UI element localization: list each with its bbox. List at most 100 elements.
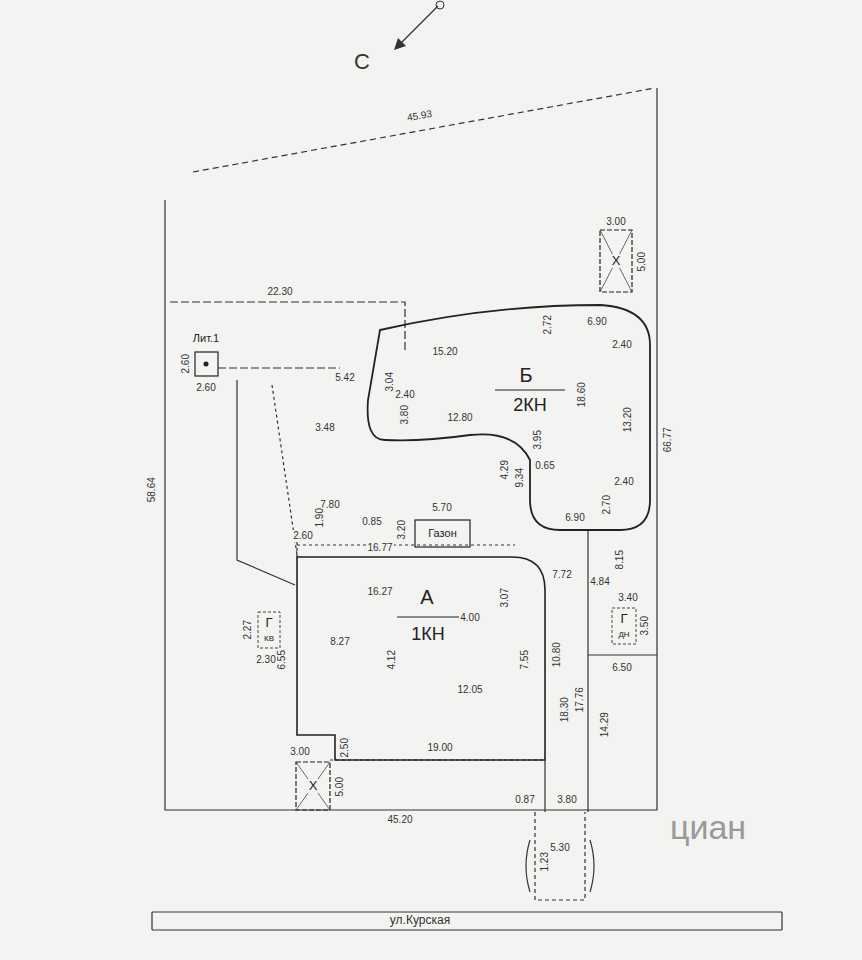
dimension-label: 6.90 [564,512,585,524]
dimension-label: 2.72 [542,314,554,335]
dimension-label: 13.20 [622,406,634,433]
toilet-structure: Х [600,230,632,292]
dimension-label: 1.90 [314,507,326,528]
gate-outline [535,812,585,900]
outbuilding-line [258,612,280,648]
dimension-label: 17.76 [574,686,586,713]
dimension-label: 58.64 [146,476,158,503]
plot-boundary [193,88,655,172]
outbuilding: Г КВ [258,612,280,648]
dimension-label: 3.95 [532,429,544,450]
gate-post [526,840,594,892]
dimension-label: 66.77 [662,426,674,453]
dimension-label: 6.90 [586,316,607,328]
toilet-structure: Х [296,762,330,810]
watermark: циан [669,808,747,847]
dimension-label: 0.87 [514,794,535,806]
node-text: Газон [428,527,456,539]
dimension-label: ул.Курская [389,914,451,928]
dimension-label: 2.27 [242,619,254,640]
dimension-label: 2.40 [394,389,415,401]
dimension-label: 16.77 [366,542,393,554]
driveway-line [545,530,588,812]
dimension-label: 1.23 [539,851,551,872]
node-text: А [420,586,433,608]
dimension-label: 18.60 [576,381,588,408]
node-text: Х [307,779,320,793]
dimension-label: 2.40 [611,339,632,351]
node-text: Лит.1 [193,332,219,344]
dimension-label: 15.20 [431,346,458,358]
plot-boundary [165,88,657,810]
dimension-label: 12.05 [456,684,483,696]
dimension-label: 3.40 [617,592,638,604]
dimension-label: 3.07 [499,587,511,608]
node-text: Г [265,616,272,630]
dimension-label: 5.30 [549,842,570,854]
building-outline-line [297,557,545,760]
fence-line [218,367,340,368]
dimension-label: 2.60 [292,530,313,542]
toilet-structure-line [600,230,632,292]
outbuilding-line [588,654,657,655]
dimension-label: 7.55 [519,649,531,670]
node-text: Б [519,364,532,386]
dimension-label: 10.80 [551,641,563,668]
dimension-label: 2.30 [255,654,276,666]
street-band [152,912,782,930]
node-text: ДН [618,631,629,640]
dimension-label: 2.40 [613,476,634,488]
lawn-box-line [415,520,470,547]
dimension-label: 4.12 [386,649,398,670]
dimension-label: 4.29 [499,459,511,480]
north-arrow [398,6,438,46]
dimension-label: 6.55 [276,649,288,670]
building-outline-line [368,305,650,530]
toilet-structure-line [296,762,330,810]
dimension-label: 19.00 [426,742,453,754]
node-text: 1КН [411,625,445,645]
dimension-label: 3.80 [399,404,411,425]
dimension-label: 3.80 [556,794,577,806]
building-outline-line [495,389,565,390]
dimension-label: 14.29 [599,711,611,738]
dimension-label: 6.50 [611,662,632,674]
dimension-label: 3.50 [639,615,651,636]
outbuilding: ГДН [612,608,636,644]
dimension-label: 3.00 [605,216,626,228]
dimension-label: 22.30 [266,286,293,298]
north-arrowhead [394,38,406,50]
dimension-label: 9.34 [514,467,526,488]
dimension-label: 2.60 [195,382,216,394]
structure-lit1-line [195,352,218,376]
dimension-label: С [353,49,371,74]
dimension-label: 0.85 [361,516,382,528]
fence-line [170,302,405,350]
dimension-label: 45.20 [386,814,413,826]
dimension-label: 3.48 [314,422,335,434]
dimension-label: 5.70 [431,502,452,514]
node-text: КВ [264,635,274,644]
lawn-box: Газон [415,520,470,547]
dimension-label: 8.27 [329,636,350,648]
dimension-label: 45.93 [406,108,435,124]
toilet-structure-line [296,762,330,810]
dimension-label: 5.00 [636,251,648,272]
structure-lit1-line [204,362,209,367]
dimension-label: 2.60 [180,353,192,374]
north-arrow [436,1,444,9]
node-text: Х [610,254,623,268]
dimension-label: 18.30 [559,696,571,723]
outbuilding-line [612,608,636,644]
node-text: 2КН [513,396,547,416]
dimension-label: 12.80 [446,412,473,424]
dimension-label: 5.00 [334,776,346,797]
dimension-label: 3.00 [289,746,310,758]
structure-lit1: Лит.1 [188,330,224,378]
dimension-label: 4.00 [459,612,480,624]
dimension-label: 5.42 [334,372,355,384]
toilet-structure-line [600,230,632,292]
dimension-label: 3.20 [396,519,408,540]
dimension-label: 2.50 [339,737,351,758]
